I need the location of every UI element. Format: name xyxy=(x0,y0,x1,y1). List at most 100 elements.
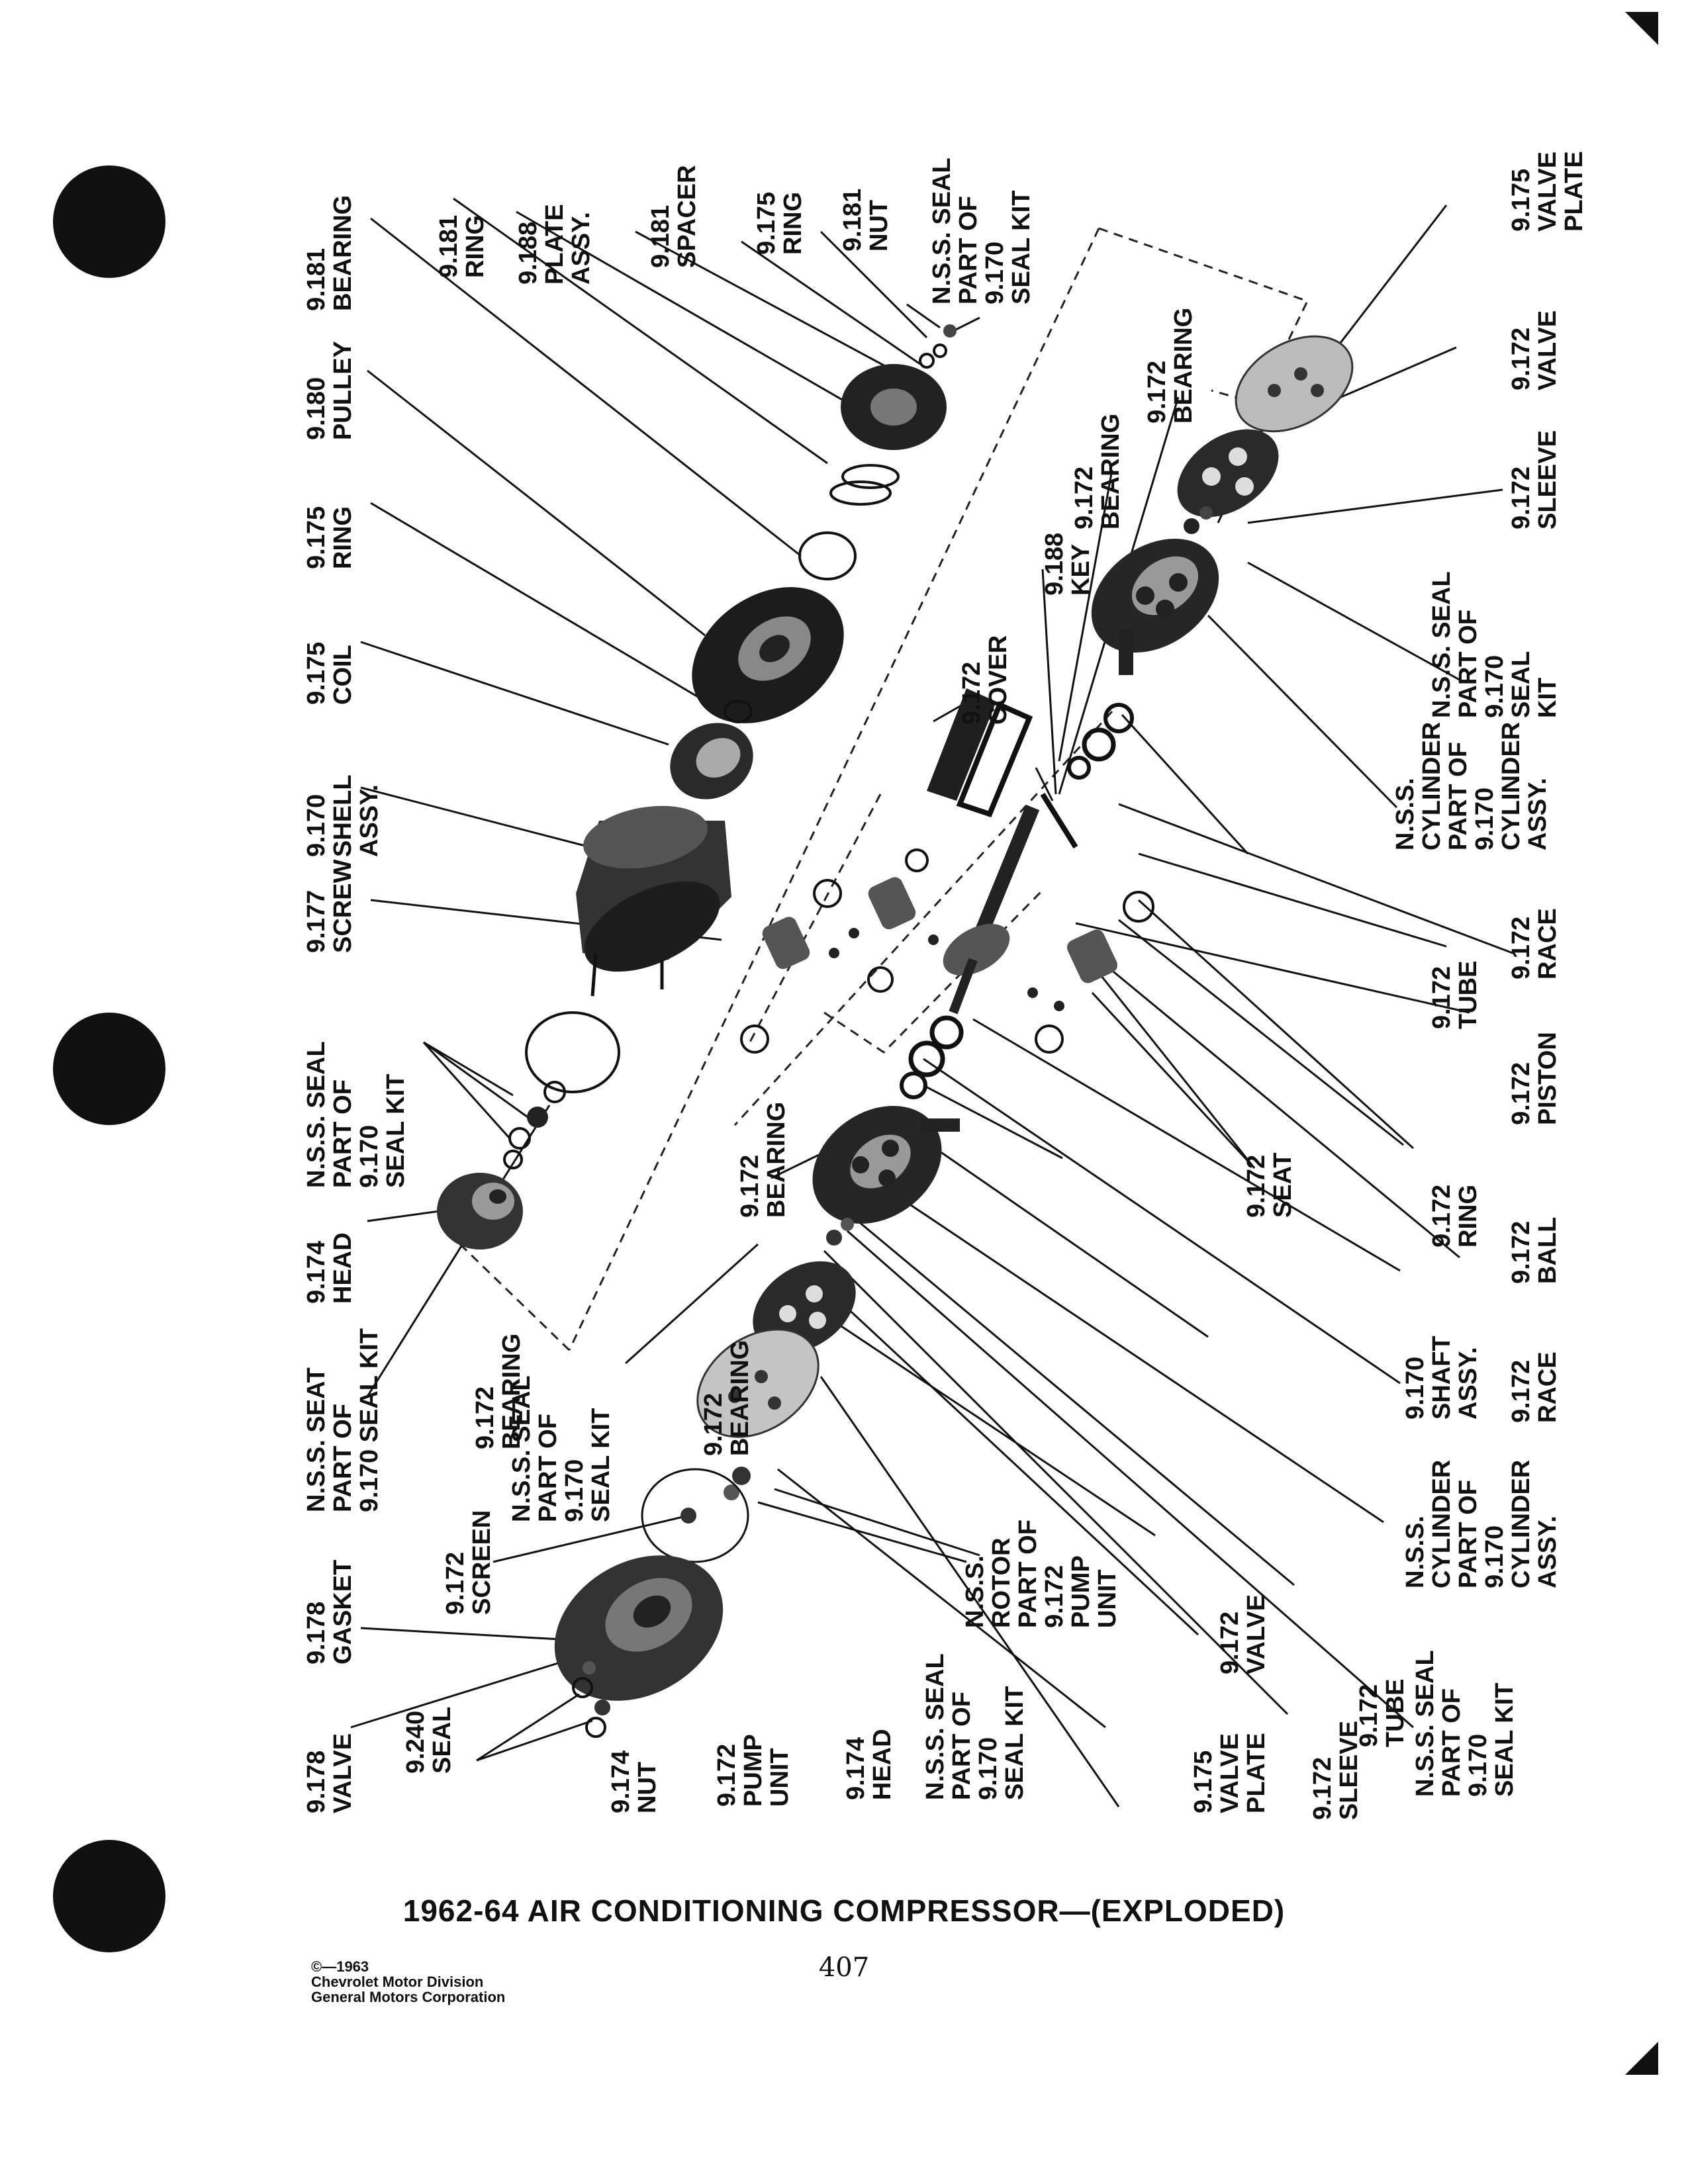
callout-label-line: 9.170 xyxy=(1464,1734,1492,1797)
part-valve-gasket-seals xyxy=(572,1640,610,1738)
callout-label-line: 9.175 xyxy=(303,642,330,705)
callout-label-line: BEARING xyxy=(726,1340,754,1456)
callout-label-line: SEAL KIT xyxy=(1491,1683,1519,1797)
callout-label-line: ROTOR xyxy=(988,1537,1015,1628)
callout-label-line: 9.172 xyxy=(1309,1757,1336,1820)
part-seal-small xyxy=(503,1081,566,1169)
callout-label-line: N.S.S. SEAL xyxy=(921,1653,949,1800)
callout-label-line: BEARING xyxy=(1097,414,1125,529)
callout-label-line: PART OF xyxy=(1438,1688,1466,1797)
callout-label-line: 9.175 xyxy=(1190,1751,1217,1813)
callout-label-line: 9.170 xyxy=(561,1459,588,1522)
callout-label-line: 9.172 xyxy=(1428,966,1456,1029)
callout-label-line: SEAL xyxy=(1507,651,1535,718)
callout-label-line: SPACER xyxy=(673,165,701,268)
callout-label-line: 9.175 xyxy=(1507,169,1535,232)
callout-label-line: N.S.S. SEAL xyxy=(928,158,956,304)
callout-label-line: 9.181 xyxy=(839,189,867,251)
callout-label-line: BEARING xyxy=(763,1102,790,1218)
callout-label-line: RING xyxy=(461,215,489,278)
callout-label-line: 9.172 xyxy=(1355,1684,1383,1747)
callout-label-line: 9.175 xyxy=(303,506,330,569)
copyright-block: ©—1963 Chevrolet Motor Division General … xyxy=(311,1959,505,2005)
binder-hole-bottom xyxy=(53,1840,165,1952)
callout-label-line: CYLINDER xyxy=(1428,1460,1456,1588)
callout-label-line: VALVE xyxy=(1243,1594,1270,1674)
callout-label-line: VALVE xyxy=(329,1733,357,1813)
callout-label-line: 9.172 xyxy=(1507,1221,1535,1284)
callout-label-line: SLEEVE xyxy=(1335,1721,1363,1820)
part-cover-gaskets xyxy=(927,688,1033,817)
part-seal-ring-large xyxy=(525,1011,620,1093)
callout-label-line: 9.172 xyxy=(1041,1565,1068,1628)
callout-label-line: PISTON xyxy=(1534,1032,1562,1125)
callout-label-line: HEAD xyxy=(868,1729,896,1800)
callout-label-line: SEAT xyxy=(1269,1152,1297,1218)
callout-label-line: PART OF xyxy=(1014,1520,1042,1628)
callout-label-line: TUBE xyxy=(1382,1679,1409,1747)
callout-label-line: 9.172 xyxy=(700,1393,727,1456)
callout-label-line: TUBE xyxy=(1454,961,1482,1029)
callout-label-line: RACE xyxy=(1534,908,1562,979)
callout-label-line: 9.172 xyxy=(1428,1185,1456,1248)
callout-label-line: RING xyxy=(329,506,357,569)
part-races-bearings xyxy=(1067,703,1134,780)
callout-label-line: COIL xyxy=(329,645,357,705)
callout-label-line: 9.172 xyxy=(1143,361,1171,424)
callout-label-line: 9.170 xyxy=(355,1125,383,1188)
callout-label-line: SEAL KIT xyxy=(382,1074,410,1188)
callout-label-line: CYLINDER xyxy=(1507,1460,1535,1588)
callout-label-line: PART OF xyxy=(329,1079,357,1188)
figure-caption: 1962-64 AIR CONDITIONING COMPRESSOR—(EXP… xyxy=(402,1893,1286,1928)
callout-label-line: NUT xyxy=(633,1762,661,1813)
part-plate-assy xyxy=(841,324,957,450)
part-small-rear-bits xyxy=(1184,506,1213,534)
callout-label-line: 9.172 xyxy=(1507,1062,1535,1125)
callout-label-line: PART OF xyxy=(948,1692,976,1800)
callout-label-line: 9.172 xyxy=(1507,1360,1535,1423)
callout-label-line: ASSY. xyxy=(355,784,383,857)
callout-label-line: 9.172 xyxy=(442,1552,469,1615)
callout-label-line: 9.172 xyxy=(736,1155,764,1218)
part-front-cylinder xyxy=(812,1105,960,1224)
callout-label-line: PLATE xyxy=(541,204,569,285)
callout-label-line: 9.180 xyxy=(303,377,330,440)
callout-label-line: 9.174 xyxy=(303,1241,330,1304)
part-front-races xyxy=(900,1015,964,1099)
callout-label-line: 9.170 xyxy=(303,794,330,857)
binder-hole-top xyxy=(53,165,165,278)
callout-label-line: 9.172 xyxy=(1243,1155,1270,1218)
part-pistons xyxy=(740,848,1154,1054)
callout-label-line: PLATE xyxy=(1560,151,1588,232)
callout-label-line: N.S.S. SEAL xyxy=(1411,1650,1439,1797)
callout-label-line: N.S.S. xyxy=(961,1555,989,1628)
copyright-line: General Motors Corporation xyxy=(311,1989,506,2005)
